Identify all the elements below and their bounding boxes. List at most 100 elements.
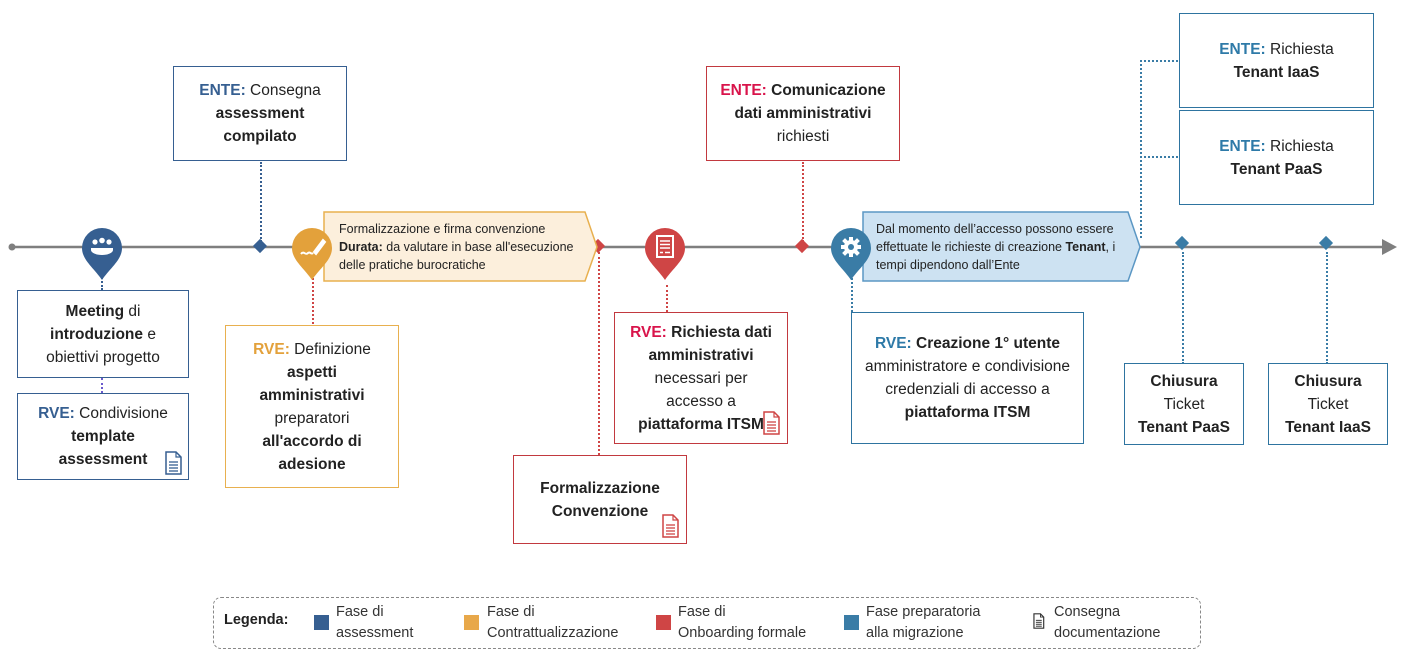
text: Meeting: [65, 302, 125, 320]
document-icon: [165, 451, 182, 475]
banner-formalizzazione-shape: [323, 211, 598, 282]
text: Comunicazione dati amministrativi: [734, 82, 886, 122]
banner-formalizzazione: Formalizzazione e firma convenzione Dura…: [339, 220, 599, 274]
legend-item-migrazione: Fase preparatoria alla migrazione: [866, 602, 980, 644]
legend-title: Legenda:: [224, 612, 289, 628]
connector-chiusura-paas: [1182, 252, 1184, 364]
text: Ticket: [1307, 395, 1349, 413]
text: piattaforma ITSM: [638, 415, 764, 433]
text: Richiesta: [1265, 40, 1334, 58]
legend-swatch-migrazione: [844, 615, 859, 630]
text: Richiesta dati amministrativi: [648, 323, 772, 364]
banner-tenant-bold: Tenant: [1065, 240, 1106, 254]
text: Fase di: [487, 604, 535, 620]
text: aspetti amministrativi: [259, 363, 365, 404]
meeting-people-icon: [91, 237, 113, 255]
legend: Legenda: Fase di assessment Fase di Contra…: [213, 597, 1201, 649]
text: Fase preparatoria: [866, 604, 981, 620]
actor-label: RVE:: [38, 405, 75, 422]
text: Tenant IaaS: [1233, 63, 1320, 81]
timeline-arrow-head: [1382, 239, 1397, 255]
text: Condivisione: [74, 405, 168, 422]
actor-label: ENTE:: [199, 82, 246, 99]
actor-label: RVE:: [874, 335, 912, 352]
text: Fase di: [336, 604, 384, 620]
banner-formalizzazione-title: Formalizzazione e firma convenzione: [339, 222, 546, 236]
signature-pen-icon: [300, 238, 327, 256]
pin-document-form: [645, 228, 685, 280]
box-rve-richiesta-dati: RVE: Richiesta dati amministrativi neces…: [614, 312, 788, 444]
text: di: [124, 302, 141, 320]
text: assessment: [336, 625, 414, 641]
banner-durata-label: Durata:: [339, 240, 383, 254]
banner-tenant: Dal momento dell’accesso possono essere …: [876, 220, 1138, 274]
text: amministratore e condivisione credenzial…: [864, 358, 1071, 398]
connector-ente-consegna: [260, 162, 262, 242]
actor-label: ENTE:: [720, 82, 767, 99]
actor-label: RVE:: [630, 323, 667, 341]
legend-swatch-onboarding: [656, 615, 671, 630]
legend-item-documentazione: Consegna documentazione: [1054, 602, 1160, 644]
timeline-axis: [8, 239, 1397, 255]
text: richiesti: [776, 128, 830, 145]
text: template assessment: [58, 428, 148, 468]
pin-signature: [292, 228, 332, 280]
text: Ticket: [1163, 395, 1205, 413]
text: piattaforma ITSM: [904, 404, 1031, 421]
pin-gear: [831, 228, 871, 280]
legend-swatch-contrattualizzazione: [464, 615, 479, 630]
text: Onboarding formale: [678, 625, 807, 641]
text: Richiesta: [1265, 137, 1334, 155]
text: assessment compilato: [215, 105, 305, 145]
text: Formalizzazione Convenzione: [540, 479, 660, 520]
legend-item-onboarding: Fase di Onboarding formale: [678, 602, 806, 644]
gear-icon: [841, 237, 861, 257]
box-ente-consegna: ENTE: Consegna assessment compilato: [173, 66, 347, 161]
text: Contrattualizzazione: [487, 625, 619, 641]
connector-iaas-h: [1140, 60, 1178, 62]
banner-durata-text: da valutare in base all'esecuzione delle…: [339, 240, 574, 272]
document-icon: [763, 411, 780, 435]
actor-label: ENTE:: [1219, 40, 1266, 58]
text: introduzione: [50, 325, 144, 343]
connector-rve-definizione: [312, 278, 314, 324]
connector-chiusura-iaas: [1326, 252, 1328, 364]
actor-label: ENTE:: [1219, 137, 1266, 155]
text: Chiusura: [1294, 372, 1362, 390]
text: Chiusura: [1150, 372, 1218, 390]
banner-tenant-text: Dal momento dell’accesso possono essere …: [876, 222, 1114, 254]
text: Tenant PaaS: [1230, 160, 1323, 178]
document-form-icon: [656, 235, 674, 258]
text: preparatori: [274, 409, 350, 427]
banner-tenant-shape: [862, 211, 1141, 282]
connector-rve-creazione: [851, 278, 853, 312]
pin-meeting: [82, 228, 122, 280]
connector-ente-comunicazione: [802, 162, 804, 242]
text: alla migrazione: [866, 625, 964, 641]
box-formalizzazione-convenzione: Formalizzazione Convenzione: [513, 455, 687, 544]
connector-paas-h: [1140, 156, 1178, 158]
connector-rve-richiesta: [666, 285, 668, 312]
text: e obiettivi progetto: [46, 325, 160, 366]
text: necessari per accesso a: [654, 369, 748, 410]
text: Fase di: [678, 604, 726, 620]
text: Creazione 1° utente: [911, 335, 1061, 352]
text: Definizione: [289, 340, 371, 358]
box-rve-condivisione: RVE: Condivisione template assessment: [17, 393, 189, 480]
banner-tenant-text-2: , i tempi dipendono dall’Ente: [876, 240, 1116, 272]
connector-meeting-rve: [101, 378, 103, 393]
text: all'accordo di adesione: [262, 432, 362, 473]
text: Tenant PaaS: [1138, 418, 1230, 436]
legend-swatch-assessment: [314, 615, 329, 630]
box-rve-creazione: RVE: Creazione 1° utente amministratore …: [851, 312, 1084, 444]
text: Consegna: [1054, 604, 1121, 620]
box-rve-definizione: RVE: Definizione aspetti amministrativi …: [225, 325, 399, 488]
document-icon: [1033, 613, 1045, 629]
legend-item-contrattualizzazione: Fase di Contrattualizzazione: [487, 602, 618, 644]
text: documentazione: [1054, 625, 1161, 641]
connector-formalizzazione: [598, 252, 600, 455]
